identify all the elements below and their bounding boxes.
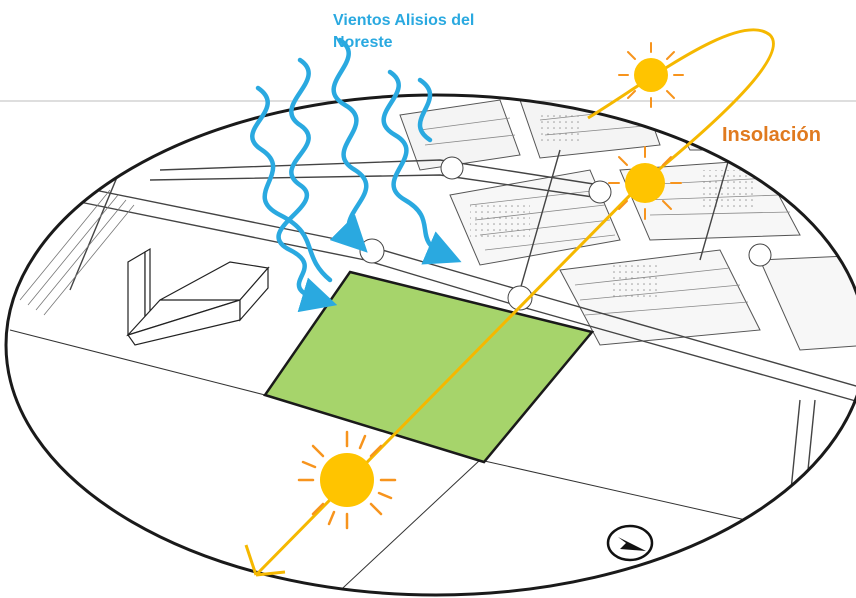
insolation-label: Insolación xyxy=(722,124,821,146)
wind-label: Vientos Alisios del Noreste xyxy=(333,10,523,54)
wind-label-line2: Noreste xyxy=(333,34,393,51)
streets xyxy=(69,119,856,595)
wind-label-line1: Vientos Alisios del xyxy=(333,12,475,29)
roundabouts xyxy=(359,156,772,311)
site-parcel xyxy=(263,270,595,464)
wind-arrow-icon xyxy=(250,37,462,313)
site-ellipse xyxy=(4,93,856,597)
sun-icon xyxy=(297,42,684,530)
building-block-icon xyxy=(126,247,270,346)
north-arrow-icon xyxy=(606,524,654,562)
